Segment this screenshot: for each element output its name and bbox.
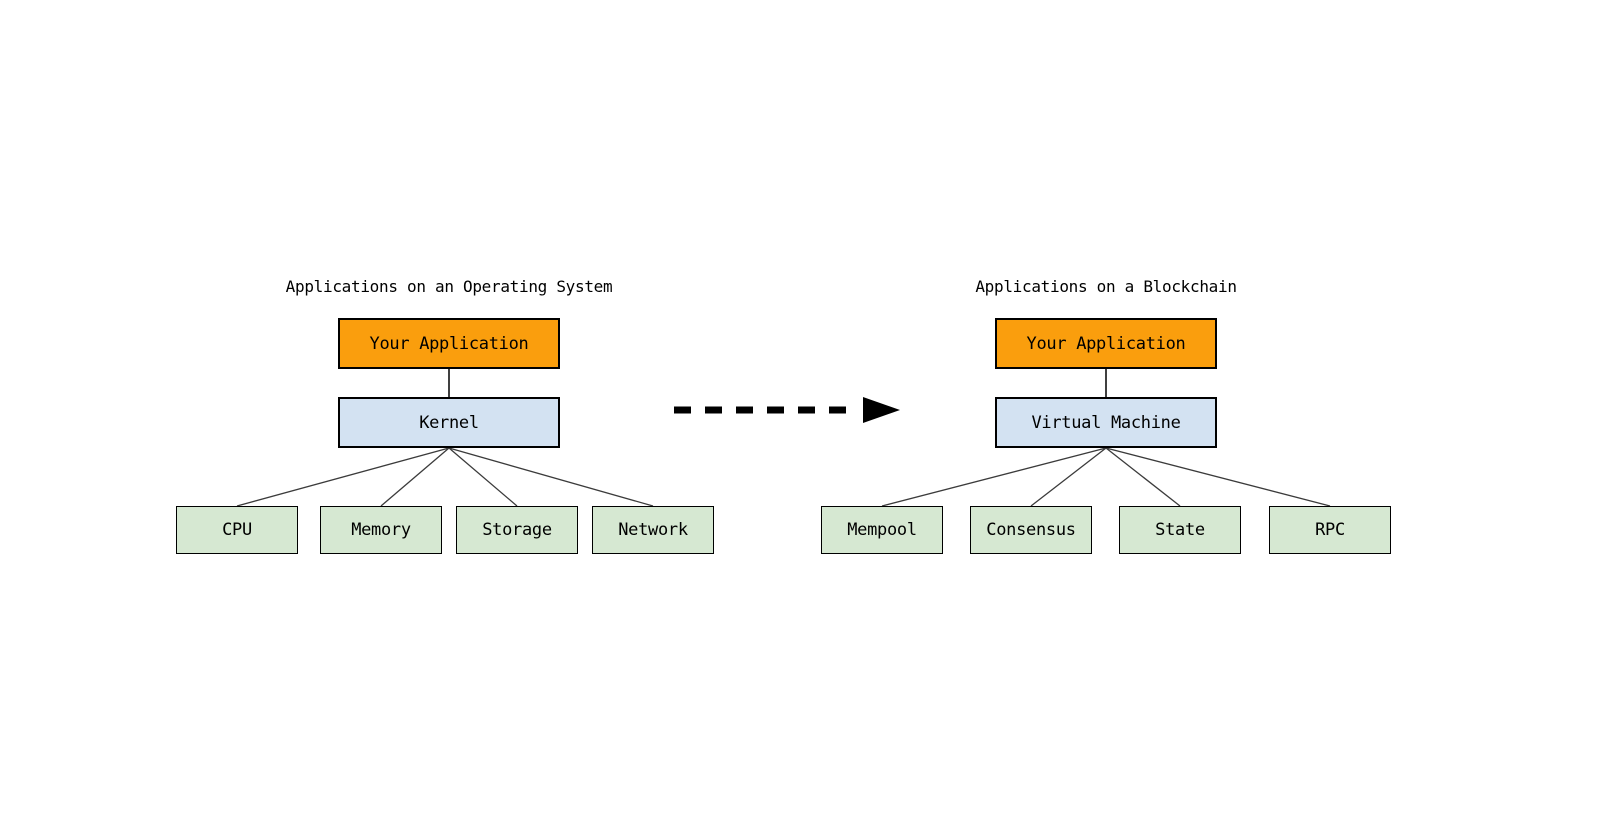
left-fan-line-network	[448, 447, 654, 507]
right-node-rpc-label: RPC	[1315, 520, 1345, 540]
right-node-state-label: State	[1155, 520, 1205, 540]
right-fan-line-rpc	[1105, 447, 1331, 507]
right-panel-title: Applications on a Blockchain	[975, 277, 1237, 296]
right-vm-node-label: Virtual Machine	[1031, 412, 1181, 433]
left-kernel-node-label: Kernel	[419, 412, 479, 433]
arrow-head-icon	[863, 397, 900, 423]
left-panel-title: Applications on an Operating System	[285, 277, 613, 296]
left-fan-line-cpu	[236, 447, 450, 507]
right-node-state: State	[1119, 506, 1241, 554]
left-node-cpu: CPU	[176, 506, 298, 554]
right-app-node: Your Application	[995, 318, 1217, 369]
left-node-memory: Memory	[320, 506, 442, 554]
right-node-consensus-label: Consensus	[986, 520, 1076, 540]
left-fan-line-memory	[380, 447, 450, 507]
right-app-node-label: Your Application	[1026, 333, 1186, 354]
left-node-network-label: Network	[618, 520, 688, 540]
left-kernel-node: Kernel	[338, 397, 560, 448]
left-node-memory-label: Memory	[351, 520, 411, 540]
right-node-mempool-label: Mempool	[847, 520, 917, 540]
right-fan-line-mempool	[881, 447, 1107, 507]
right-fan-line-consensus	[1030, 447, 1107, 507]
left-node-storage-label: Storage	[482, 520, 552, 540]
right-vm-node: Virtual Machine	[995, 397, 1217, 448]
right-node-mempool: Mempool	[821, 506, 943, 554]
left-node-cpu-label: CPU	[222, 520, 252, 540]
left-app-node: Your Application	[338, 318, 560, 369]
right-node-consensus: Consensus	[970, 506, 1092, 554]
left-app-node-label: Your Application	[369, 333, 529, 354]
left-node-network: Network	[592, 506, 714, 554]
right-node-rpc: RPC	[1269, 506, 1391, 554]
left-fan-line-storage	[448, 447, 518, 507]
right-fan-line-state	[1105, 447, 1181, 507]
left-node-storage: Storage	[456, 506, 578, 554]
